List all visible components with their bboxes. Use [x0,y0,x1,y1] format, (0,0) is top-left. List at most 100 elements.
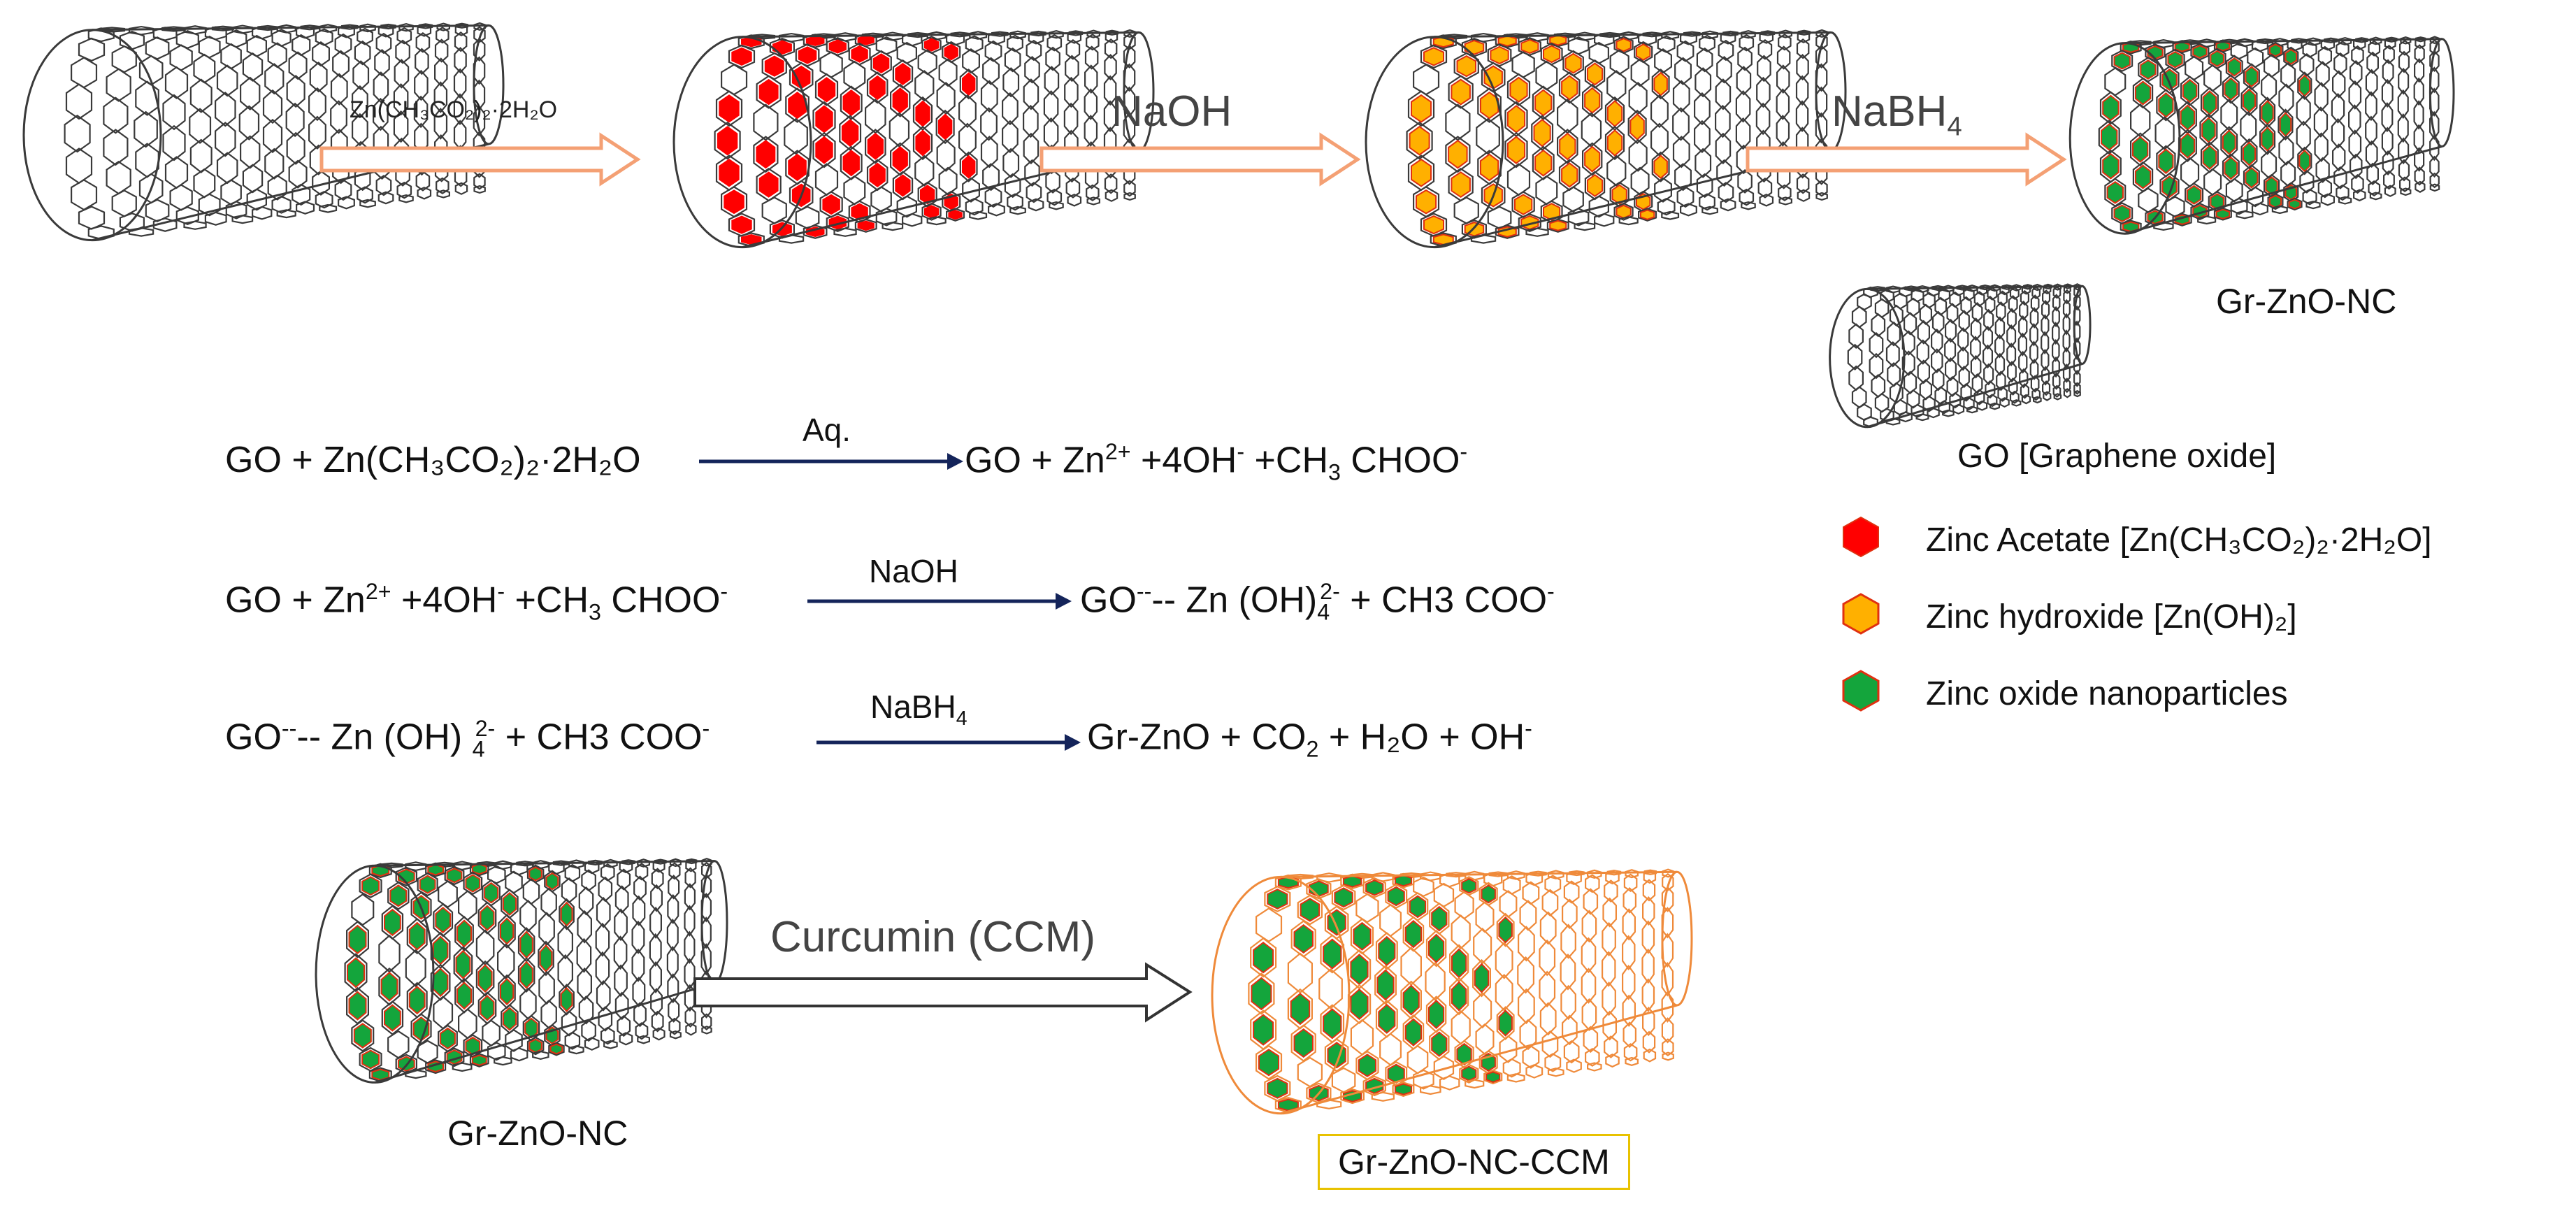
lattice-cell [1628,138,1648,172]
lattice-cell [2429,134,2440,161]
oxide-particle [2222,129,2236,155]
lattice-cell [1371,1091,1395,1102]
lattice-cell [1103,75,1117,106]
lattice-cell [2381,78,2394,108]
eq3-arrow [816,734,1081,751]
oxide-particle [1378,1003,1396,1034]
lattice-cell [1869,352,1884,380]
lattice-cell [1672,136,1690,168]
lattice-cell [240,135,261,169]
lattice-cell [169,44,193,71]
lattice-cell [2280,160,2296,187]
arrow1-label: Zn(CH₃CO₂)₂·2H₂O [350,96,558,123]
acetate-particle [944,43,958,61]
oxide-particle [2180,132,2196,159]
oxide-particle [380,971,398,1002]
lattice-cell [1582,142,1603,176]
lattice-cell [2413,77,2424,106]
oxide-particle [440,1027,456,1050]
lattice-cell [1522,1044,1540,1069]
oxide-particle [2174,41,2190,52]
lattice-cell [2052,356,2060,378]
lattice-cell [292,34,311,57]
lattice-cell [1475,901,1495,933]
acetate-particle [869,162,886,187]
lattice-cell [1718,182,1734,203]
lattice-cell [1661,907,1674,939]
lattice-cell [633,875,647,901]
oxide-particle [2245,167,2259,189]
tube-top-edge [92,24,489,31]
lattice-cell [1473,991,1492,1029]
oxide-particle [2261,100,2274,126]
lattice-cell [2336,184,2350,201]
acetate-particle [924,205,940,219]
lattice-cell [1560,984,1576,1021]
lattice-cell [684,1006,696,1028]
lattice-cell [1676,40,1694,62]
process-arrow-nabh4 [1746,132,2067,187]
lattice-cell [1604,1035,1618,1058]
lattice-cell [1756,76,1771,108]
lattice-cell [2240,85,2258,117]
lattice-cell [2052,338,2060,363]
oxide-particle [1387,886,1405,907]
lattice-cell [1815,45,1828,69]
oxide-particle [2113,52,2131,70]
lattice-cell [65,83,93,120]
lattice-cell [494,1056,512,1066]
lattice-cell [1581,968,1597,1004]
oxide-particle [389,884,408,907]
lattice-cell [1916,339,1929,365]
lattice-cell [414,69,429,101]
lattice-cell [1699,34,1715,52]
lattice-cell [2111,50,2134,72]
oxide-particle [1334,887,1353,908]
lattice-cell [1558,71,1581,104]
lattice-cell [896,41,917,64]
lattice-cell [2348,104,2361,136]
lattice-cell [2317,45,2332,66]
acetate-particle [851,203,868,221]
eq2-left-1: GO + Zn [225,580,366,621]
lattice-cell [454,46,467,74]
lattice-cell [2018,315,2028,338]
oxide-particle [2202,145,2217,171]
lattice-cell [1561,898,1578,930]
lattice-cell [2041,331,2050,355]
lattice-cell [338,24,355,38]
lattice-cell [637,1035,650,1044]
lattice-cell [2348,129,2362,159]
oxide-particle [2106,180,2124,204]
lattice-cell [1546,218,1569,233]
lattice-cell [1519,900,1537,931]
lattice-cell [866,71,888,104]
lattice-cell [2172,40,2192,54]
lattice-cell [914,154,935,187]
lattice-cell [238,105,260,141]
lattice-cell [215,92,236,127]
oxide-particle [2167,51,2183,69]
lattice-cell [1958,310,1970,333]
hydroxide-particle [1564,52,1582,74]
lattice-cell [2240,138,2258,170]
lattice-cell [2398,50,2410,73]
eq1-right-sup1: 2+ [1104,439,1131,464]
lattice-cell [164,66,189,99]
acetate-particle [915,100,930,127]
lattice-cell [1642,1030,1656,1054]
lattice-cell [1248,972,1275,1015]
lattice-cell [1506,1073,1525,1083]
eq1-right-sup2: - [1237,439,1245,464]
lattice-cell [1582,83,1603,117]
hydroxide-particle [1549,34,1567,46]
lattice-cell [332,50,350,78]
lattice-cell [1250,937,1277,978]
lattice-cell [458,1008,477,1040]
lattice-cell [334,179,352,201]
lattice-cell [1797,30,1811,43]
lattice-cell [1400,947,1422,986]
oxide-particle [348,924,367,954]
hydroxide-particle [1479,91,1499,120]
lattice-cell [1776,115,1790,147]
